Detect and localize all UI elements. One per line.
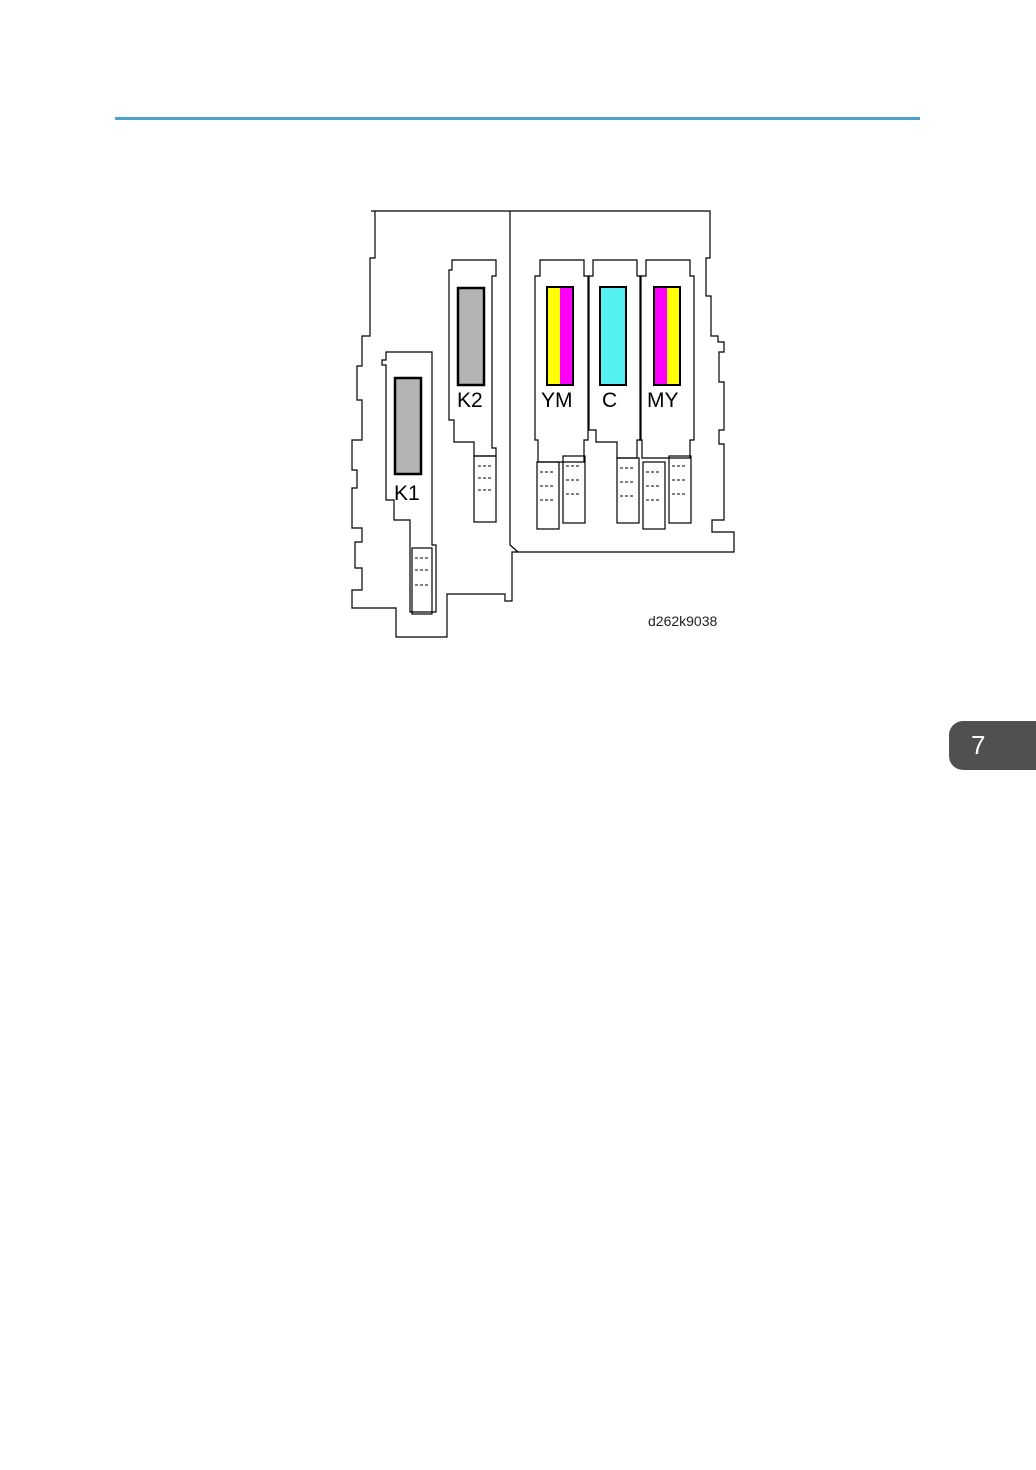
head-label-c: C: [602, 389, 617, 412]
head-label-ym: YM: [541, 389, 573, 412]
header-rule: [115, 117, 920, 120]
head-label-k1: K1: [394, 482, 420, 505]
ym-ink-magenta: [560, 287, 573, 385]
my-ink-magenta: [654, 287, 667, 385]
chapter-number: 7: [971, 730, 985, 761]
bay-divider: [510, 211, 518, 552]
k2-ink-block: [458, 288, 484, 385]
ym-ink-yellow: [547, 287, 560, 385]
head-label-my: MY: [647, 389, 679, 412]
my-ink-yellow: [667, 287, 680, 385]
head-label-k2: K2: [457, 389, 483, 412]
chapter-tab: 7: [949, 721, 1036, 770]
c-ink-block: [600, 287, 626, 385]
figure-id: d262k9038: [648, 613, 718, 629]
k1-ink-block: [395, 378, 421, 474]
print-head-layout-diagram: K1 K2 YM C MY d262k9038: [340, 200, 750, 645]
